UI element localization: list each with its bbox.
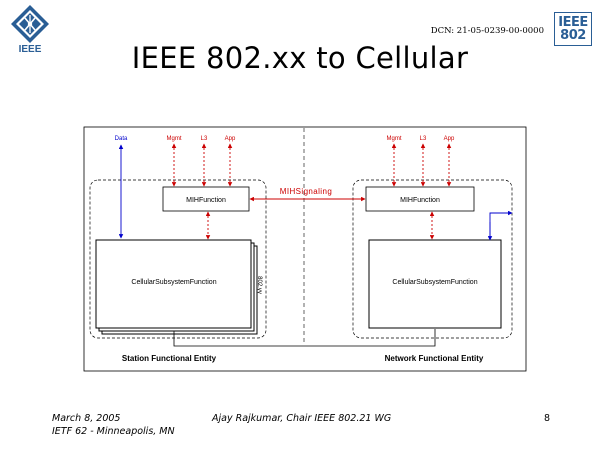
left-mgmt-label: Mgmt [167, 136, 182, 142]
left-subsystem-label: CellularSubsystemFunction [131, 279, 216, 286]
right-l3-label: L3 [420, 136, 427, 142]
network-entity-label: Network Functional Entity [385, 354, 484, 363]
document-number: DCN: 21-05-0239-00-0000 [430, 26, 544, 36]
page-number: 8 [543, 413, 550, 424]
mih-signaling-label: MIHSignaling [280, 187, 332, 196]
right-mih-function-label: MIHFunction [400, 197, 440, 204]
ieee-802-logo-line2: 802 [560, 28, 586, 43]
left-subsystem-box [95, 239, 252, 329]
left-app-label: App [225, 136, 236, 142]
ieee-802-logo: IEEE 802 [554, 12, 592, 46]
footer-date: March 8, 2005 [52, 413, 121, 424]
ieee-diamond-icon: IEEE [11, 5, 49, 55]
right-mgmt-label: Mgmt [387, 136, 402, 142]
footer-event: IETF 62 - Minneapolis, MN [52, 426, 175, 437]
subsystem-connection-line [173, 329, 436, 347]
left-mih-function-box [162, 186, 250, 212]
ieee-logo-text: IEEE [19, 44, 42, 54]
ieee-802-logo-line1: IEEE [558, 15, 588, 30]
station-entity-boundary [89, 179, 267, 339]
footer-author: Ajay Rajkumar, Chair IEEE 802.21 WG [212, 413, 392, 424]
slide-title: IEEE 802.xx to Cellular [131, 41, 469, 75]
data-label: Data [115, 136, 128, 142]
network-entity-boundary [352, 179, 513, 339]
left-mih-function-label: MIHFunction [186, 197, 226, 204]
ieee-logo: IEEE [8, 4, 52, 55]
station-entity-label: Station Functional Entity [122, 354, 217, 363]
right-subsystem-label: CellularSubsystemFunction [392, 279, 477, 286]
interface-802yy-label: 802.yy [256, 276, 262, 294]
left-l3-label: L3 [201, 136, 208, 142]
right-subsystem-box [368, 239, 502, 329]
right-app-label: App [444, 136, 455, 142]
right-mih-function-box [365, 186, 475, 212]
